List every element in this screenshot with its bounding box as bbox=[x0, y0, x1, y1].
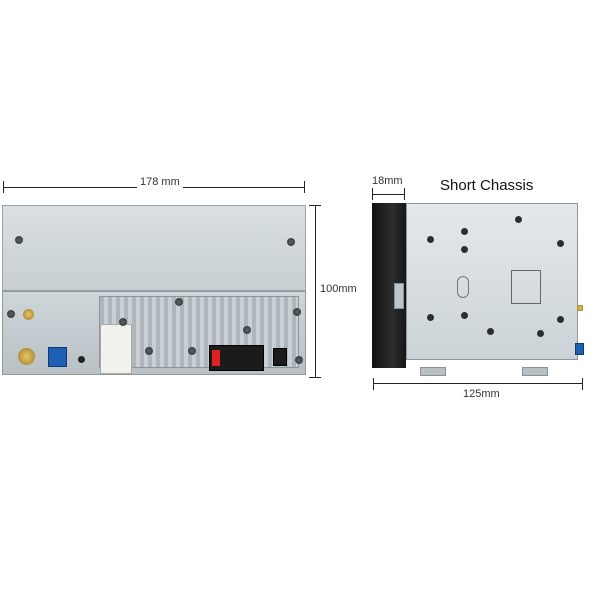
usb-port-icon bbox=[273, 348, 287, 366]
screw-icon bbox=[175, 298, 183, 306]
front-depth-line bbox=[372, 194, 405, 195]
center-bracket bbox=[511, 270, 541, 304]
bezel-clip bbox=[394, 283, 404, 309]
depth-label: 125mm bbox=[463, 388, 500, 400]
mount-hole bbox=[487, 328, 494, 335]
heatsink-fins bbox=[99, 296, 299, 368]
side-view-title: Short Chassis bbox=[440, 177, 534, 194]
screw-icon bbox=[7, 310, 15, 318]
side-chassis-plate bbox=[406, 203, 578, 360]
red-connector-tab bbox=[212, 350, 220, 366]
screw-icon bbox=[243, 326, 251, 334]
fakra-connector-icon bbox=[575, 343, 584, 355]
screw-icon bbox=[145, 347, 153, 355]
screw-icon bbox=[293, 308, 301, 316]
mount-hole bbox=[461, 246, 468, 253]
rear-upper-plate bbox=[2, 205, 306, 291]
mount-foot bbox=[522, 367, 548, 376]
mount-foot bbox=[420, 367, 446, 376]
screw-icon bbox=[287, 238, 295, 246]
screw-icon bbox=[119, 318, 127, 326]
slot-left bbox=[457, 276, 469, 298]
front-depth-label: 18mm bbox=[372, 175, 403, 187]
depth-line bbox=[373, 383, 583, 384]
antenna-jack-icon bbox=[23, 309, 34, 320]
mount-hole bbox=[427, 236, 434, 243]
antenna-jack-icon bbox=[577, 305, 583, 311]
mic-jack-icon bbox=[78, 356, 85, 363]
white-harness-connector bbox=[100, 324, 132, 374]
mount-hole bbox=[557, 316, 564, 323]
rear-lower-plate bbox=[2, 291, 306, 375]
mount-hole bbox=[461, 228, 468, 235]
mount-hole bbox=[537, 330, 544, 337]
side-chassis-view bbox=[372, 203, 584, 376]
screw-icon bbox=[188, 347, 196, 355]
height-dimension-label: 100mm bbox=[320, 283, 357, 295]
screw-icon bbox=[295, 356, 303, 364]
antenna-jack-icon bbox=[18, 348, 35, 365]
height-dimension-bottom-tick bbox=[309, 377, 321, 378]
depth-left-tick bbox=[373, 378, 374, 390]
width-dimension-label: 178 mm bbox=[137, 176, 183, 188]
fakra-connector-icon bbox=[48, 347, 67, 367]
mount-hole bbox=[557, 240, 564, 247]
depth-right-tick bbox=[582, 378, 583, 390]
mount-hole bbox=[515, 216, 522, 223]
screw-icon bbox=[15, 236, 23, 244]
rear-panel-view bbox=[2, 205, 306, 375]
mount-hole bbox=[461, 312, 468, 319]
mount-hole bbox=[427, 314, 434, 321]
height-dimension-line bbox=[315, 205, 316, 377]
